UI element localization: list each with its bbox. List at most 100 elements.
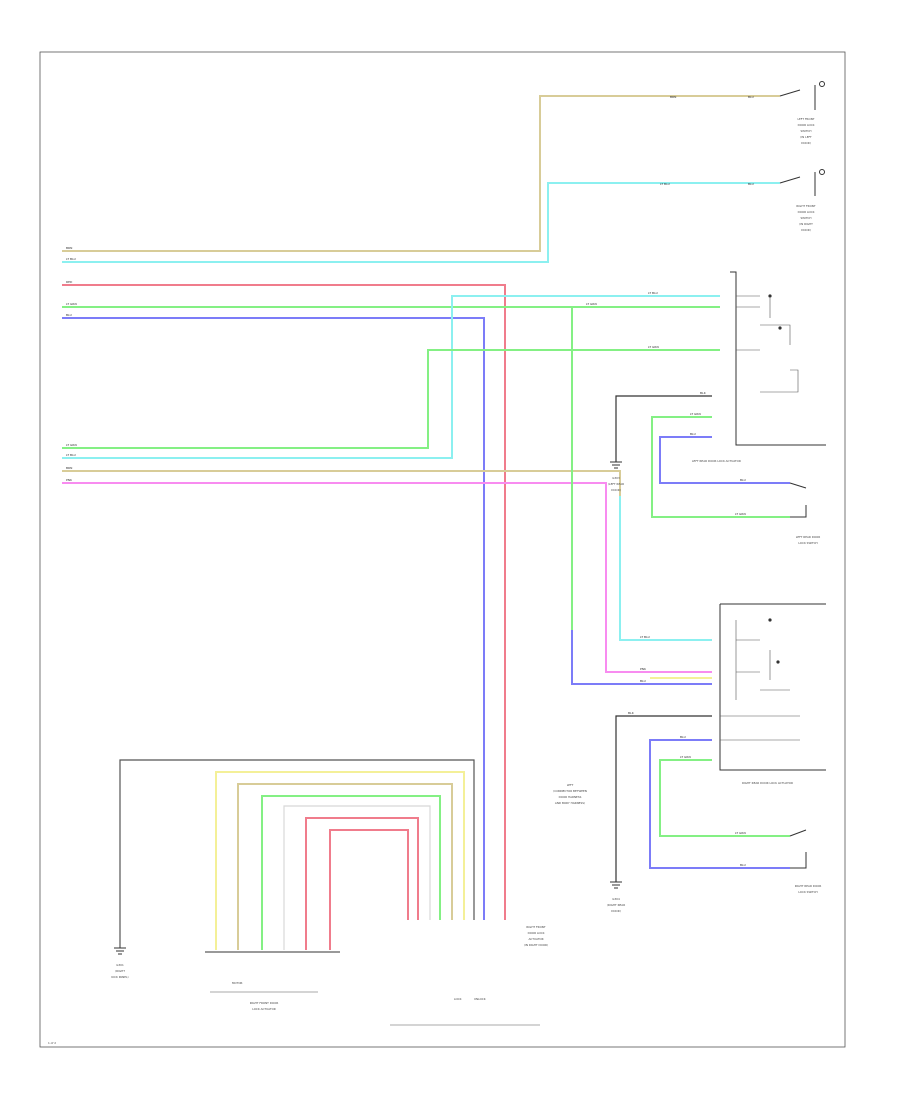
ground-mid <box>610 461 622 469</box>
code-pnk-left: PNK <box>66 478 73 482</box>
code-pnk-rr: PNK <box>640 667 647 671</box>
svg-text:AND BODY HARNESS): AND BODY HARNESS) <box>555 801 585 805</box>
svg-text:(LEFT REAR: (LEFT REAR <box>608 482 624 486</box>
right-front-door-lock-switch <box>779 169 825 196</box>
wire-pink-lower <box>62 482 712 673</box>
svg-text:SWITCH: SWITCH <box>801 216 812 220</box>
code-ltgrn-lrs: LT GRN <box>690 412 701 416</box>
code-blu-top2: BLU <box>748 182 754 186</box>
svg-text:LOCK: LOCK <box>454 997 462 1001</box>
code-red-left: RED <box>66 280 73 284</box>
wire-green-actuator-mid <box>62 349 720 449</box>
wire-blue-vertical <box>571 630 712 685</box>
left-front-door-lock-switch <box>779 81 825 110</box>
right-rear-lock-actuator-block <box>719 603 826 771</box>
svg-text:LEFT: LEFT <box>567 783 574 787</box>
svg-text:UNLOCK: UNLOCK <box>474 997 486 1001</box>
wire-red-harness-1 <box>305 817 419 950</box>
code-ltgrn-left2: LT GRN <box>66 443 77 447</box>
code-ltblu-left1: LT BLU <box>66 257 76 261</box>
wire-black-rr-ground <box>615 715 712 882</box>
wire-blue-rr-switch <box>649 739 790 869</box>
wire-cyan-actuator-top <box>62 295 720 459</box>
svg-text:RIGHT FRONT DOOR: RIGHT FRONT DOOR <box>250 1001 279 1005</box>
label-rf-actuator: RIGHT FRONT DOOR LOCK ACTUATOR <box>250 1001 279 1011</box>
svg-text:G301: G301 <box>116 963 124 967</box>
svg-text:(IN RIGHT DOOR): (IN RIGHT DOOR) <box>524 943 548 947</box>
wire-cyan-front-switch <box>62 182 780 263</box>
code-brn-top: BRN <box>670 95 676 99</box>
code-ltgrn-actuator: LT GRN <box>648 345 659 349</box>
wire-tan-lower <box>62 470 621 496</box>
label-connector-note2: RIGHT FRONT DOOR LOCK ACTUATOR (IN RIGHT… <box>524 925 548 947</box>
wire-black-lr-ground <box>615 395 712 462</box>
wire-black-ground-left <box>119 759 475 948</box>
svg-text:RIGHT FRONT: RIGHT FRONT <box>796 204 815 208</box>
code-blu-top: BLU <box>748 95 754 99</box>
code-brn-left2: BRN <box>66 466 72 470</box>
svg-text:LOCK ACTUATOR: LOCK ACTUATOR <box>252 1007 276 1011</box>
svg-text:DOOR LOCK: DOOR LOCK <box>798 123 815 127</box>
svg-text:G303: G303 <box>612 476 620 480</box>
wire-red-main <box>62 284 506 920</box>
svg-text:(IN RIGHT: (IN RIGHT <box>799 222 813 226</box>
svg-text:DOOR): DOOR) <box>801 228 811 232</box>
wire-blue-main <box>62 317 485 920</box>
wire-green-rr-switch <box>659 759 790 837</box>
label-lr-actuator: LEFT REAR DOOR LOCK ACTUATOR <box>692 459 741 463</box>
wire-green-harness <box>261 795 441 950</box>
diagram-frame <box>39 51 846 1048</box>
code-ltblu-rr: LT BLU <box>640 635 650 639</box>
svg-text:KICK PANEL): KICK PANEL) <box>111 975 128 979</box>
code-blu-lrs: BLU <box>690 432 696 436</box>
footer-page: 1 of 2 <box>48 1041 56 1045</box>
svg-text:RIGHT FRONT: RIGHT FRONT <box>526 925 545 929</box>
svg-text:DOOR): DOOR) <box>611 909 621 913</box>
svg-text:(RIGHT REAR: (RIGHT REAR <box>607 903 625 907</box>
code-blk-actuator: BLK <box>700 391 707 395</box>
svg-text:(IN LEFT: (IN LEFT <box>800 135 812 139</box>
label-left-front-switch: LEFT FRONT DOOR LOCK SWITCH (IN LEFT DOO… <box>797 117 814 145</box>
svg-text:(CONNECTOR BETWEEN: (CONNECTOR BETWEEN <box>553 789 587 793</box>
code-blu-rrs2: BLU <box>740 863 746 867</box>
ground-right <box>610 881 622 889</box>
svg-text:LOCK SWITCH: LOCK SWITCH <box>798 890 817 894</box>
label-rr-switch: RIGHT REAR DOOR LOCK SWITCH <box>795 884 822 894</box>
label-motor: MOTOR <box>232 981 243 985</box>
svg-text:LEFT REAR DOOR: LEFT REAR DOOR <box>796 535 820 539</box>
code-brn-left1: BRN <box>66 246 72 250</box>
wire-yellow-harness <box>215 771 465 950</box>
label-ground-left: G301 (RIGHT KICK PANEL) <box>111 963 128 979</box>
code-blu-lrs2: BLU <box>740 478 746 482</box>
code-ltblu-left2: LT BLU <box>66 453 76 457</box>
code-blu-rrs: BLU <box>680 735 686 739</box>
code-blu-left: BLU <box>66 313 72 317</box>
code-ltgrn-mid: LT GRN <box>586 302 597 306</box>
label-lock-unlock: LOCK UNLOCK <box>454 997 486 1001</box>
label-connector-note: LEFT (CONNECTOR BETWEEN DOOR HARNESS AND… <box>553 783 587 805</box>
svg-text:(RIGHT: (RIGHT <box>115 969 125 973</box>
svg-text:G304: G304 <box>612 897 620 901</box>
code-blu-rr: BLU <box>640 679 646 683</box>
wire-green-lr-switch <box>651 416 790 518</box>
wire-ltgray-harness <box>283 805 431 950</box>
label-lr-switch: LEFT REAR DOOR LOCK SWITCH <box>796 535 820 545</box>
left-rear-door-lock-switch-symbol <box>789 482 807 518</box>
label-right-front-switch: RIGHT FRONT DOOR LOCK SWITCH (IN RIGHT D… <box>796 204 815 232</box>
svg-text:DOOR): DOOR) <box>611 488 621 492</box>
svg-text:LEFT FRONT: LEFT FRONT <box>797 117 814 121</box>
svg-text:ACTUATOR: ACTUATOR <box>528 937 543 941</box>
label-rr-actuator: RIGHT REAR DOOR LOCK ACTUATOR <box>742 781 793 785</box>
code-ltgrn-left: LT GRN <box>66 302 77 306</box>
ground-left <box>114 947 126 955</box>
left-rear-lock-actuator-block <box>730 271 826 446</box>
svg-text:RIGHT REAR DOOR: RIGHT REAR DOOR <box>795 884 822 888</box>
wire-blue-lr-switch <box>659 436 790 484</box>
svg-text:DOOR LOCK: DOOR LOCK <box>528 931 545 935</box>
wire-red-harness-2 <box>329 829 409 950</box>
svg-text:LOCK SWITCH: LOCK SWITCH <box>798 541 817 545</box>
svg-text:DOOR HARNESS: DOOR HARNESS <box>559 795 582 799</box>
code-ltblu-actuator: LT BLU <box>648 291 658 295</box>
label-ground-mid: G303 (LEFT REAR DOOR) <box>608 476 624 492</box>
